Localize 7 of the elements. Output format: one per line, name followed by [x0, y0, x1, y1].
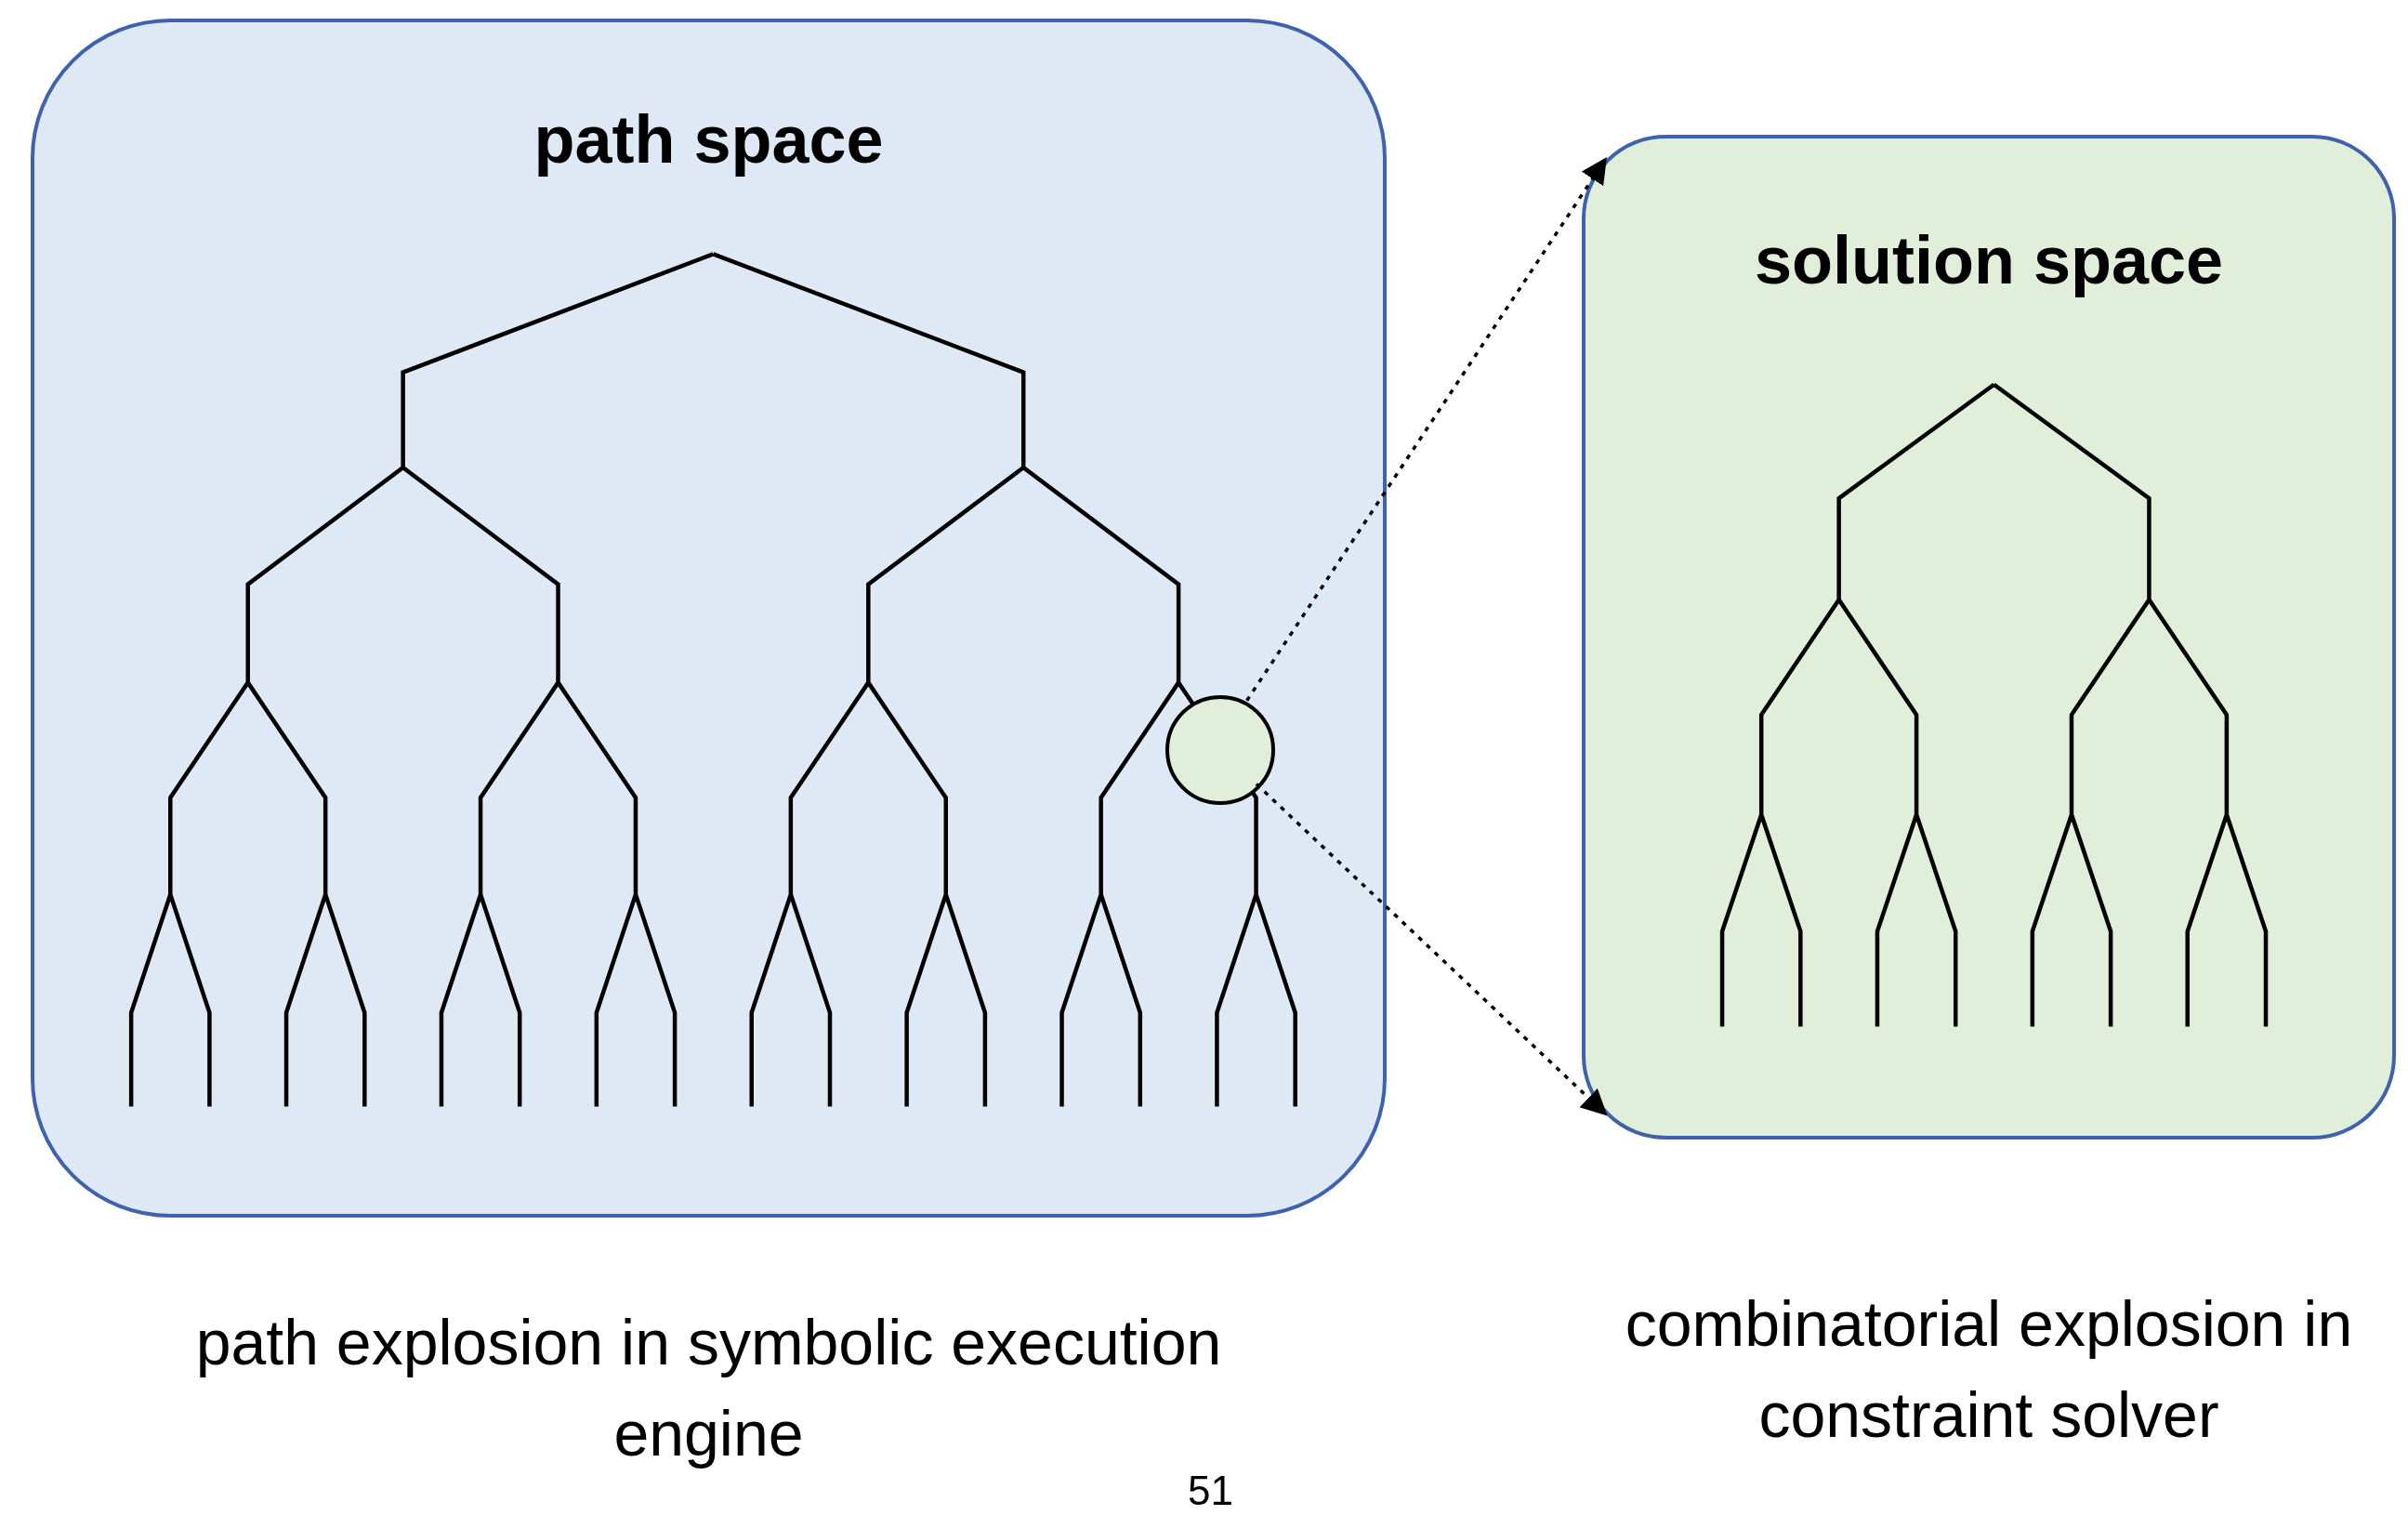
caption-text: combinatorial explosion in constraint solver — [1624, 1287, 2354, 1452]
rounded-panel — [1582, 135, 2396, 1140]
dotted-arrow — [1245, 157, 1607, 702]
page-number: 51 — [1188, 1470, 1233, 1511]
dotted-arrow — [1255, 783, 1608, 1116]
caption-text: path explosion in symbolic execution engine — [194, 1306, 1223, 1470]
rounded-panel — [31, 19, 1387, 1218]
